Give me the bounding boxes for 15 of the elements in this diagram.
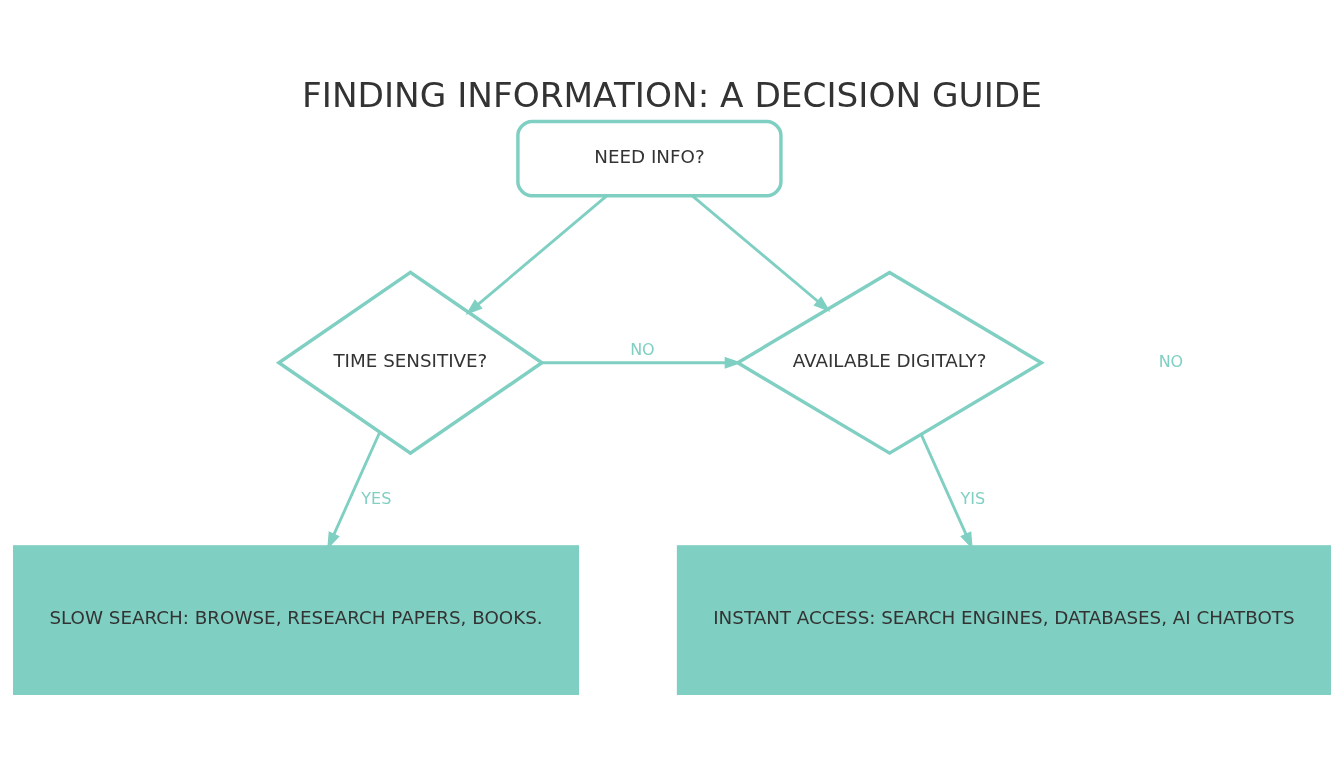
- node-box: NEED INFO?: [516, 119, 783, 197]
- label: NO: [1158, 351, 1184, 371]
- edge-label: YIS: [960, 488, 986, 508]
- arrow: [919, 433, 973, 549]
- node-box: INSTANT ACCESS: SEARCH ENGINES, DATABASES, AI CHATBOTS: [676, 544, 1331, 695]
- arrow: [541, 356, 742, 369]
- edge-label: NO: [630, 339, 655, 359]
- arrow: [465, 194, 608, 315]
- node-box: SLOW SEARCH: BROWSE, RESEARCH PAPERS, BOOKS.: [13, 544, 580, 695]
- arrow: [691, 194, 831, 312]
- edge-label: YES: [361, 488, 392, 508]
- node-diamond: TIME SENSITIVE?: [275, 269, 545, 455]
- arrow: [327, 431, 382, 549]
- node-diamond: AVAILABLE DIGITALY?: [734, 269, 1045, 455]
- diagram-title: FINDING INFORMATION: A DECISION GUIDE: [302, 74, 1042, 115]
